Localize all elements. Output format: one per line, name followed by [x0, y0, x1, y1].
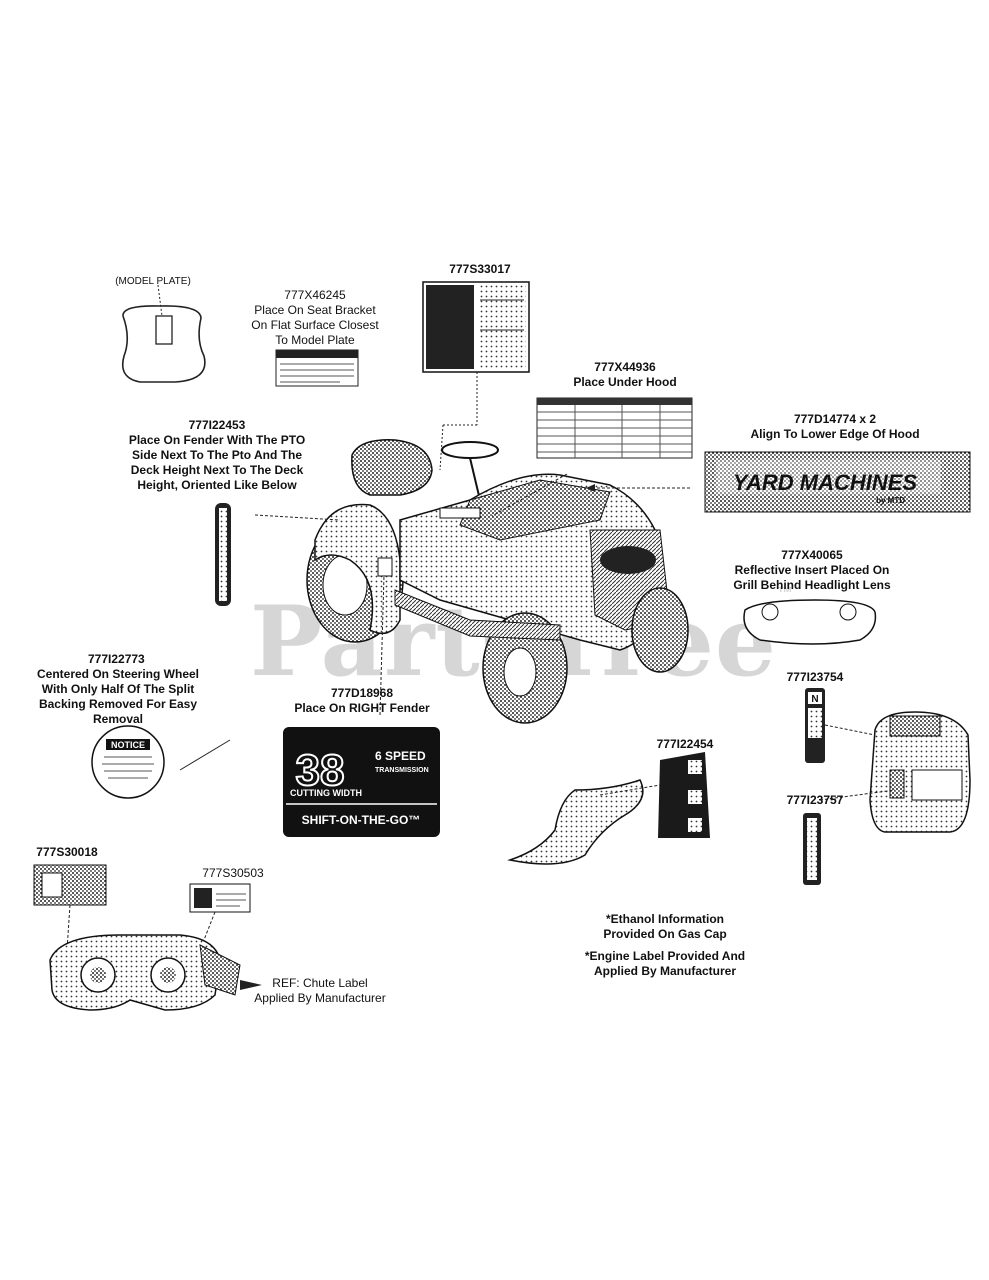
- callout-line: Backing Removed For Easy: [38, 697, 198, 711]
- note-line: *Ethanol Information: [606, 912, 724, 926]
- part-number: 777D18968: [330, 686, 394, 700]
- yard-machines-decal: YARD MACHINES by MTD: [704, 451, 971, 513]
- callout-777d18968: 777D18968 Place On RIGHT Fender: [282, 686, 442, 716]
- watermark-trademark: ™: [776, 585, 794, 602]
- callout-777x40065: 777X40065 Reflective Insert Placed On Gr…: [722, 548, 902, 593]
- tractor-illustration: [306, 439, 689, 724]
- callout-line: Align To Lower Edge Of Hood: [750, 427, 920, 441]
- part-number: 777I22453: [188, 418, 246, 432]
- callout-line: To Model Plate: [275, 333, 355, 347]
- callout-line: Place On Seat Bracket: [254, 303, 376, 317]
- part-number: 777X46245: [284, 288, 346, 302]
- model-plate-seat: [121, 284, 206, 383]
- callout-line: On Flat Surface Closest: [251, 318, 379, 332]
- part-number: 777S30018: [36, 845, 98, 859]
- note-line: *Engine Label Provided And: [584, 949, 746, 963]
- part-number: 777X44936: [594, 360, 656, 374]
- callout-line: With Only Half Of The Split: [41, 682, 195, 696]
- deck-cutting: CUTTING WIDTH: [290, 788, 362, 798]
- gear-strip-decal: N: [805, 688, 876, 763]
- gear-letter: N: [811, 694, 818, 705]
- decal-777s30503: [189, 883, 251, 951]
- part-number: 777I23754: [786, 670, 844, 684]
- part-number: 777I23757: [786, 793, 844, 807]
- chute-ref-line: REF: Chute Label: [272, 976, 368, 990]
- deck-38-decal: 38 6 SPEED TRANSMISSION CUTTING WIDTH SH…: [283, 727, 440, 837]
- callout-777x44936: 777X44936 Place Under Hood: [560, 360, 690, 390]
- hood-table-decal: [536, 397, 693, 459]
- mower-deck: [49, 934, 262, 1011]
- callout-line: Grill Behind Headlight Lens: [733, 578, 891, 592]
- deck-size: 38: [296, 746, 345, 795]
- notice-title: NOTICE: [111, 740, 145, 750]
- callout-777s30503: 777S30503: [188, 866, 278, 881]
- deck-shift: SHIFT-ON-THE-GO™: [302, 813, 421, 827]
- part-number: 777D14774 x 2: [793, 412, 877, 426]
- callout-777s33017: 777S33017: [430, 262, 530, 277]
- yard-machines-brand: YARD MACHINES: [733, 470, 917, 495]
- callout-line: Centered On Steering Wheel: [36, 667, 200, 681]
- model-plate-tag-text: (MODEL PLATE): [115, 276, 191, 287]
- callout-line: Place On RIGHT Fender: [294, 701, 430, 715]
- yard-machines-by: by MTD: [876, 496, 905, 505]
- notes-block: *Ethanol Information Provided On Gas Cap…: [570, 912, 760, 979]
- part-number: 777I22773: [88, 652, 145, 666]
- safety-decal: [422, 281, 530, 471]
- model-plate-tag: (MODEL PLATE): [108, 274, 198, 289]
- callout-line: Height, Oriented Like Below: [137, 478, 297, 492]
- part-number: 777I22454: [656, 737, 714, 751]
- decal-777s30018: [33, 864, 107, 966]
- deck-speed: 6 SPEED: [375, 749, 426, 763]
- callout-777d14774: 777D14774 x 2 Align To Lower Edge Of Hoo…: [735, 412, 935, 442]
- callout-line: Place On Fender With The PTO: [128, 433, 306, 447]
- deck-illustration: [507, 779, 661, 865]
- callout-777x46245: 777X46245 Place On Seat Bracket On Flat …: [235, 288, 395, 348]
- part-number: 777S30503: [202, 866, 264, 880]
- notice-round-decal: NOTICE: [91, 725, 165, 799]
- callout-777s30018: 777S30018: [22, 845, 112, 860]
- callout-777i23757: 777I23757: [775, 793, 855, 808]
- callout-777i22454: 777I22454: [645, 737, 725, 752]
- part-number: 777X40065: [781, 548, 843, 562]
- seat-bracket-decal: [275, 349, 359, 387]
- callout-line: Place Under Hood: [573, 375, 677, 389]
- throttle-strip-decal: [803, 789, 896, 885]
- note-line: Provided On Gas Cap: [603, 927, 727, 941]
- callout-777i23754: 777I23754: [775, 670, 855, 685]
- callout-line: Deck Height Next To The Deck: [130, 463, 304, 477]
- callout-line: Reflective Insert Placed On: [734, 563, 890, 577]
- chute-ref-label: REF: Chute Label Applied By Manufacturer: [240, 976, 400, 1006]
- callout-line: Side Next To The Pto And The: [131, 448, 302, 462]
- reflective-insert: [743, 599, 877, 645]
- callout-line: Removal: [92, 712, 144, 726]
- dash-panel: [869, 711, 971, 833]
- pto-strip-decal: [215, 503, 231, 606]
- note-line: Applied By Manufacturer: [593, 964, 737, 978]
- chute-ref-line: Applied By Manufacturer: [254, 991, 386, 1005]
- callout-777i22453: 777I22453 Place On Fender With The PTO S…: [112, 418, 322, 493]
- callout-777i22773: 777I22773 Centered On Steering Wheel Wit…: [28, 652, 208, 727]
- deck-side-decal: [658, 752, 710, 838]
- deck-transmission: TRANSMISSION: [375, 767, 429, 774]
- part-number: 777S33017: [449, 262, 511, 276]
